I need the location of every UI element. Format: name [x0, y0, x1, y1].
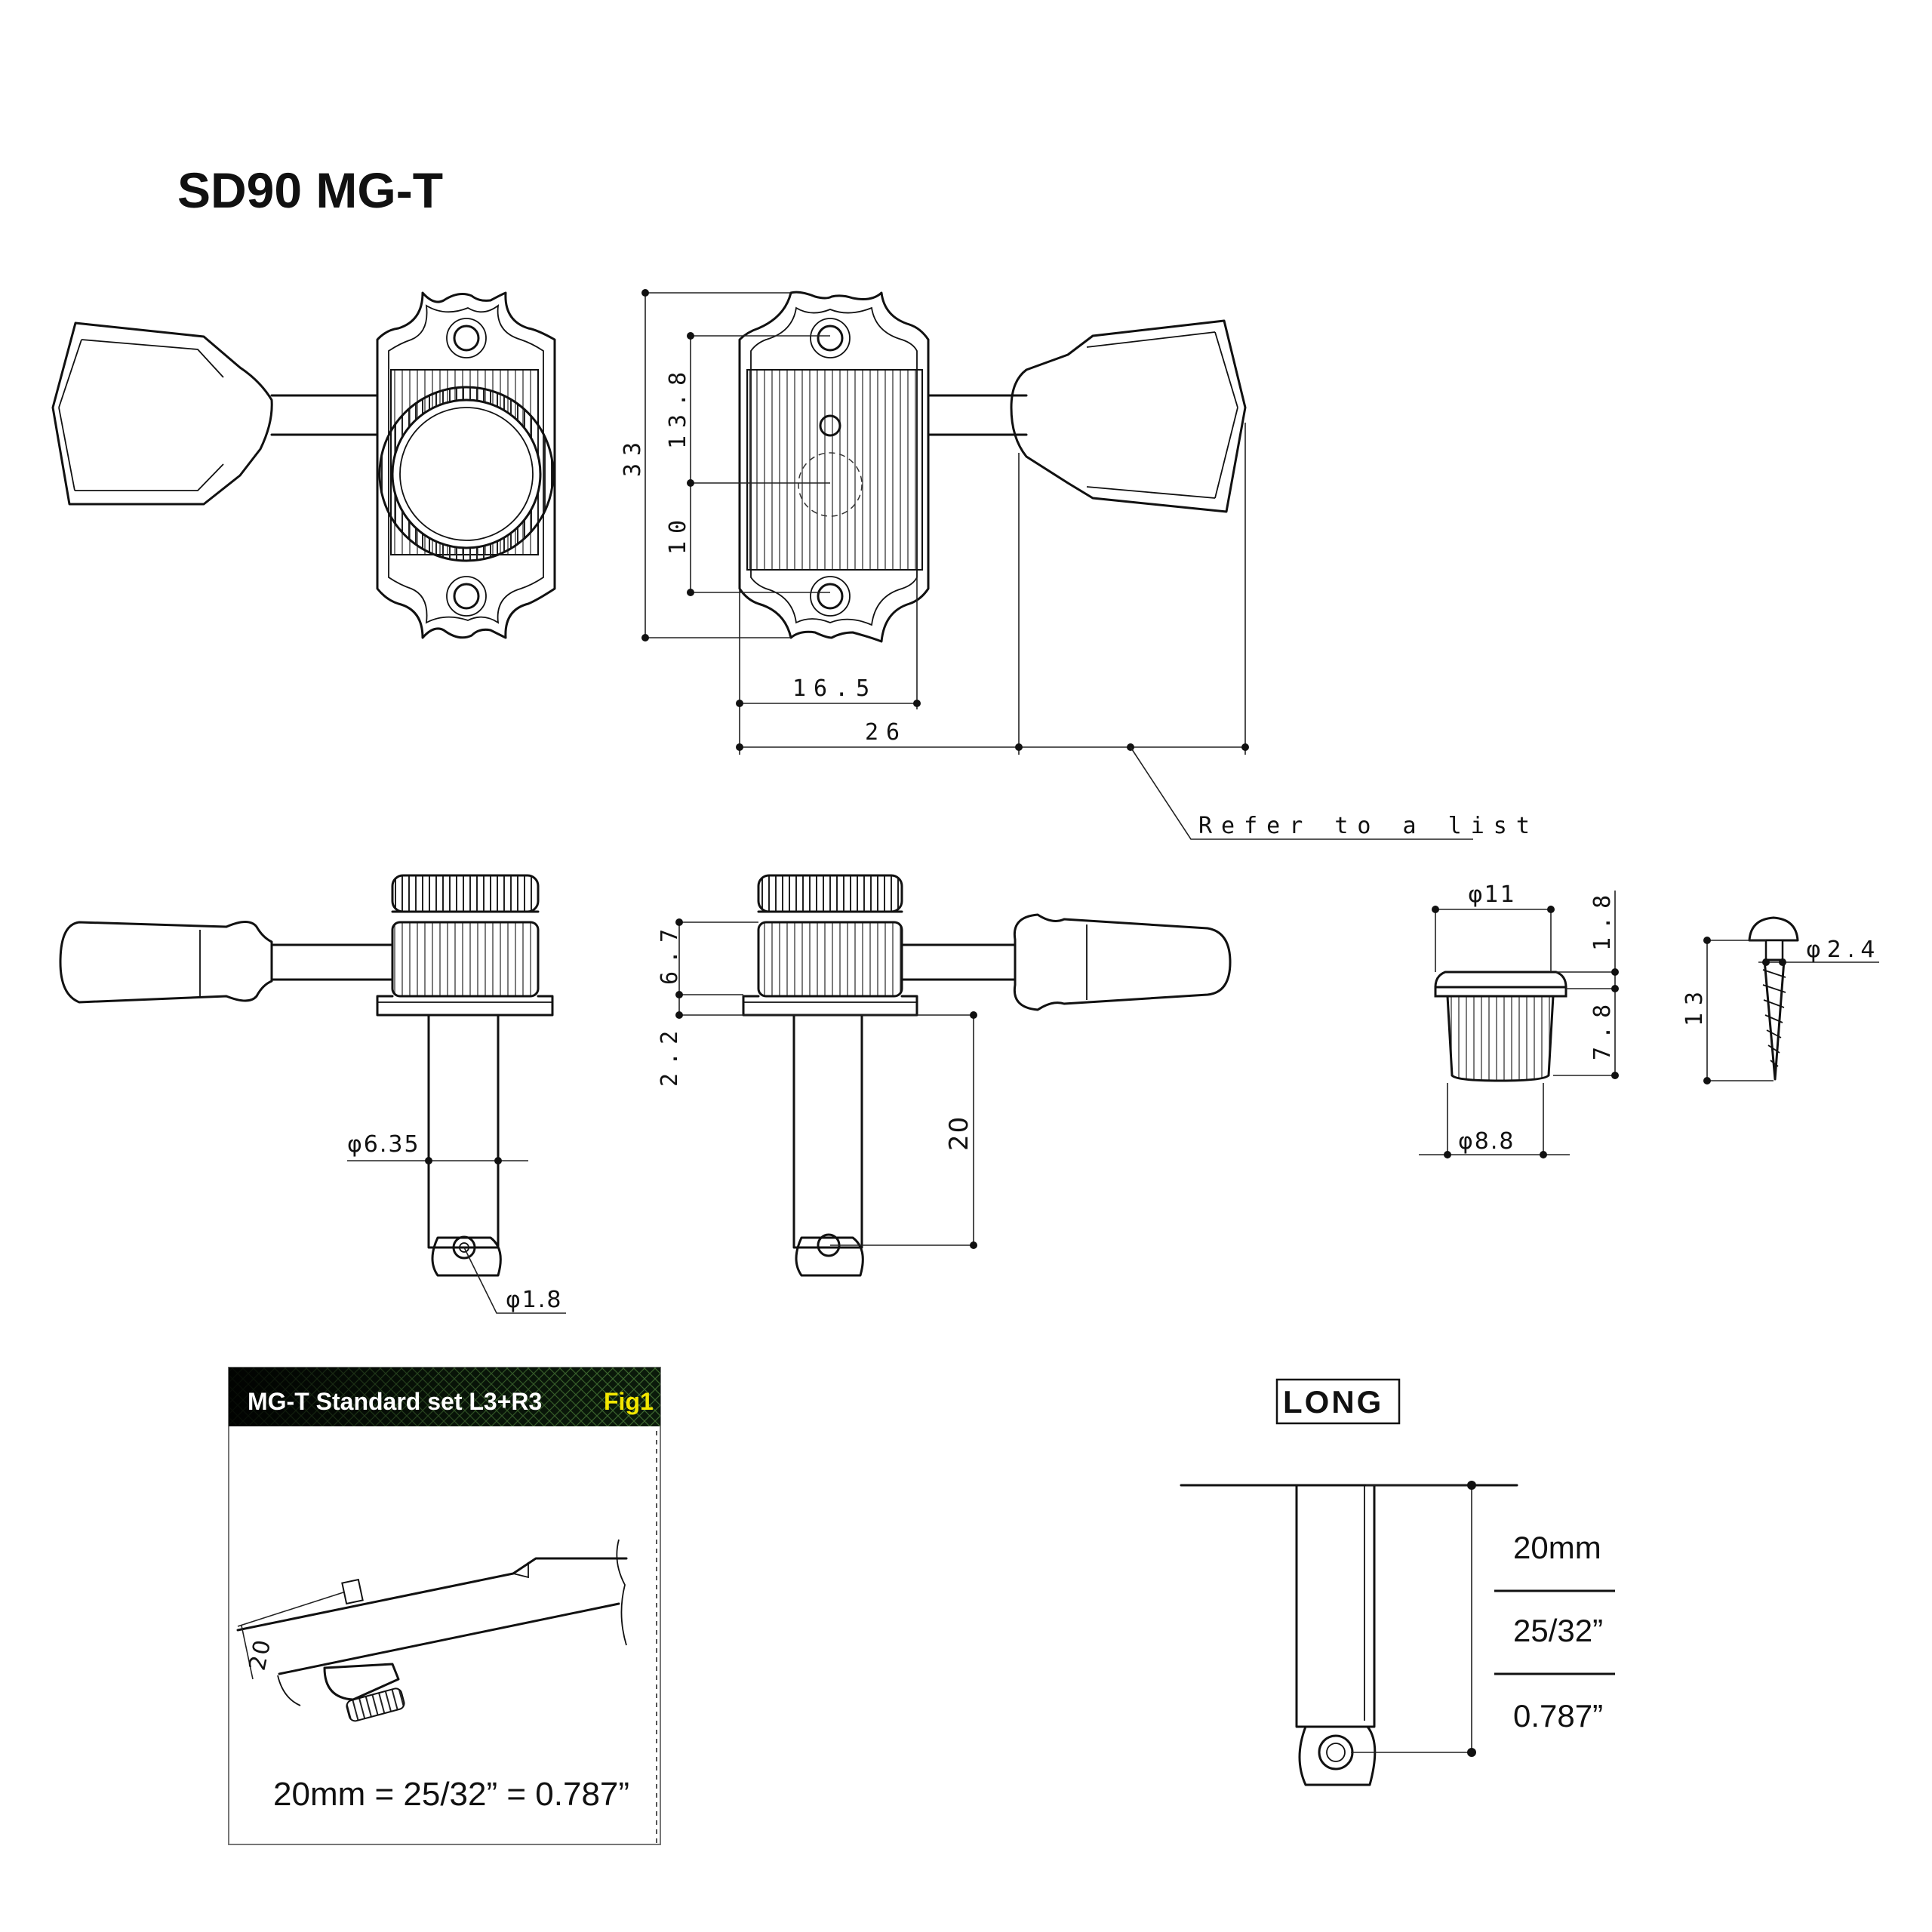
- long-post-diagram: [1180, 1378, 1615, 1786]
- fig1-dim-label: 20: [245, 1636, 277, 1673]
- front-view-dimensions: [641, 289, 1473, 840]
- bushing-dimensions: [1419, 891, 1619, 1158]
- tuner-side-view-left: [59, 874, 554, 1277]
- dim-post-diameter: φ6.35: [347, 1131, 420, 1158]
- tuner-front-view: [738, 291, 1247, 643]
- long-metric: 20mm: [1513, 1530, 1601, 1565]
- fig1-tag: Fig1: [604, 1388, 654, 1415]
- long-decimal: 0.787”: [1513, 1698, 1603, 1734]
- dim-overall-width: 26: [865, 719, 907, 746]
- dim-housing-height: 6.7: [657, 921, 683, 985]
- bushing-drawing: [1434, 971, 1567, 1082]
- dim-bushing-length: 7.8: [1589, 997, 1616, 1060]
- dim-post-length: 20: [944, 1115, 974, 1151]
- dim-screw-diameter: φ2.4: [1806, 937, 1881, 963]
- dim-bushing-top: φ11: [1468, 881, 1516, 908]
- dim-bushing-bottom: φ8.8: [1458, 1128, 1515, 1155]
- side-view-right-dimensions: [675, 918, 977, 1249]
- fig1-title: MG-T Standard set L3+R3: [248, 1388, 542, 1415]
- dim-upper-hole: 13.8: [665, 365, 691, 449]
- dim-string-hole: φ1.8: [506, 1287, 563, 1313]
- tuner-back-view: [51, 291, 556, 639]
- dim-flange: 2.2: [657, 1023, 683, 1087]
- side-view-left-dimensions: [347, 1157, 566, 1314]
- long-fraction: 25/32”: [1513, 1613, 1603, 1648]
- screw-dimensions: [1703, 937, 1879, 1084]
- drawing-title: SD90 MG-T: [177, 162, 443, 218]
- dim-lower-hole: 10: [665, 512, 691, 555]
- tuner-side-view-right: [742, 874, 1232, 1277]
- screw-drawing: [1748, 916, 1799, 1081]
- dim-plate-width: 16.5: [792, 675, 877, 702]
- knob-reference-note: Refer to a list: [1198, 813, 1539, 839]
- dim-bushing-flange: 1.8: [1589, 888, 1616, 951]
- fig1-panel: [228, 1367, 661, 1845]
- dim-height-total: 33: [620, 435, 646, 477]
- dim-screw-length: 13: [1681, 984, 1708, 1026]
- long-label: LONG: [1283, 1384, 1383, 1420]
- fig1-equation: 20mm = 25/32” = 0.787”: [273, 1776, 629, 1813]
